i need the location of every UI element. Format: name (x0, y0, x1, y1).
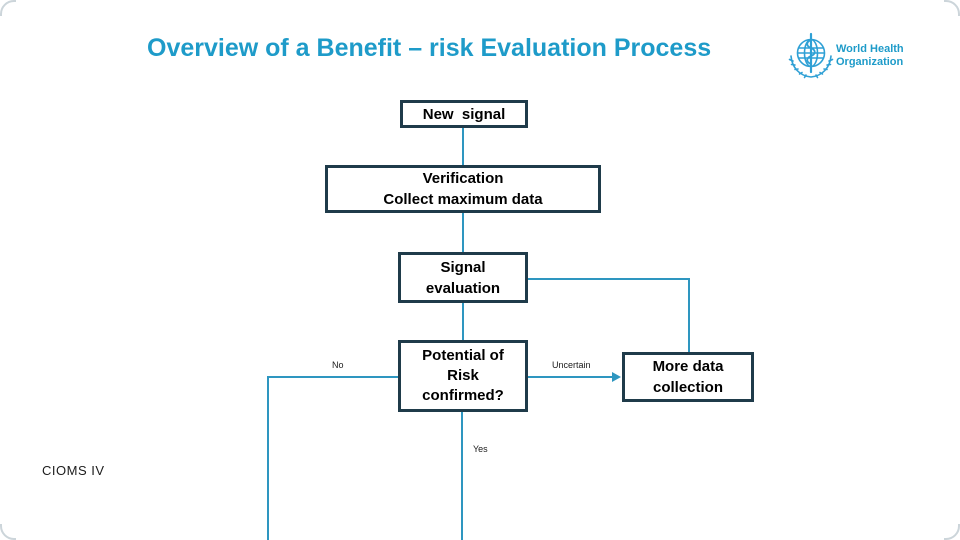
more-data-line2: collection (652, 379, 723, 396)
who-emblem-icon (788, 32, 834, 79)
signal-evaluation-line2: evaluation (425, 279, 501, 297)
reference-text: CIOMS IV (42, 463, 105, 478)
connector-no-horizontal (268, 376, 399, 378)
edge-label-no: No (332, 360, 344, 370)
arrowhead-icon (612, 372, 621, 382)
signal-evaluation-line1: Signal (440, 258, 486, 276)
more-data-line1: More data (652, 358, 724, 375)
edge-label-yes: Yes (473, 444, 488, 454)
flowchart-box-more-data: More data collection (622, 352, 754, 402)
edge-label-uncertain: Uncertain (552, 360, 591, 370)
potential-risk-line1: Potential of (422, 347, 504, 364)
edge-mask-right (956, 16, 960, 524)
potential-risk-line2: Risk (447, 367, 479, 384)
connector-yes-vertical (461, 411, 463, 540)
who-logo: World Health Organization (786, 30, 936, 82)
verification-line1: Verification (422, 170, 504, 187)
verification-line2: Collect maximum data (383, 191, 543, 208)
edge-mask-top (16, 0, 944, 4)
flowchart-box-verification: Verification Collect maximum data (325, 165, 601, 213)
flowchart-box-potential-risk: Potential of Risk confirmed? (398, 340, 528, 412)
who-logo-line2: Organization (836, 56, 904, 68)
flowchart-box-signal-evaluation: Signal evaluation (398, 252, 528, 303)
connector-signaleval-branch-horizontal (528, 278, 690, 280)
edge-mask-left (0, 16, 4, 524)
who-logo-text: World Health Organization (836, 43, 904, 69)
edge-mask-bottom (16, 536, 944, 540)
connector-verification-to-signaleval (462, 213, 464, 253)
connector-newsignal-to-verification (462, 128, 464, 166)
who-logo-line1: World Health (836, 43, 904, 55)
connector-signaleval-to-potential (462, 303, 464, 341)
connector-signaleval-branch-vertical (688, 278, 690, 353)
page-title: Overview of a Benefit – risk Evaluation … (147, 34, 712, 62)
connector-no-vertical (267, 376, 269, 540)
flowchart-box-new-signal: New signal (400, 100, 528, 128)
connector-uncertain-horizontal (528, 376, 616, 378)
new-signal-label: New signal (422, 105, 506, 123)
potential-risk-line3: confirmed? (422, 387, 504, 404)
